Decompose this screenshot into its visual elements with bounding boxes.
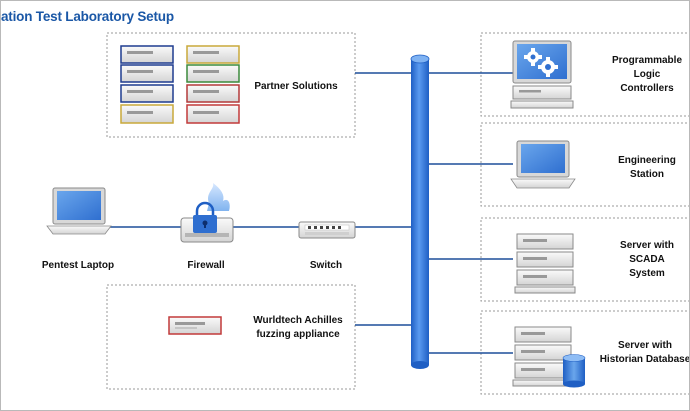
pentest-laptop-label: Pentest Laptop [41, 260, 115, 271]
historian-label: Server with Historian Database [595, 339, 690, 367]
partner-solutions-box [106, 32, 356, 138]
historian-box [480, 310, 689, 395]
firewall-lock-icon [180, 183, 234, 243]
achilles-label-line1: Wurldtech Achilles [253, 315, 343, 326]
historian-label-line2: Historian Database [599, 354, 690, 365]
server-rack-icon [120, 45, 240, 124]
historian-label-line1: Server with [618, 340, 672, 351]
partner-rack-left [120, 45, 174, 124]
network-backbone [410, 54, 430, 369]
laptop-icon [510, 140, 576, 189]
partner-solutions-label: Partner Solutions [254, 81, 338, 92]
server-stack-icon [514, 233, 576, 294]
database-server-icon [512, 326, 586, 388]
engineering-box [480, 122, 689, 207]
page-title: ation Test Laboratory Setup [1, 9, 174, 24]
connection-lines [107, 72, 513, 354]
achilles-label-line2: fuzzing appliance [256, 329, 340, 340]
scada-label: Server with SCADA System [601, 239, 689, 281]
scada-label-line3: System [629, 268, 665, 279]
plc-box [480, 32, 689, 117]
plc-label-line2: Logic [633, 69, 661, 80]
achilles-box [106, 284, 356, 390]
gear-computer-icon [510, 40, 574, 109]
network-switch-icon [298, 221, 356, 239]
partner-rack-right [186, 45, 240, 124]
achilles-label: Wurldtech Achilles fuzzing appliance [239, 314, 357, 342]
scada-box [480, 217, 689, 302]
plc-label-line1: Programmable [611, 55, 683, 66]
laptop-icon [46, 187, 112, 235]
scada-label-line1: Server with [620, 240, 674, 251]
firewall-label: Firewall [187, 260, 225, 271]
plc-label: Programmable Logic Controllers [601, 54, 689, 96]
scada-label-line2: SCADA [629, 254, 665, 265]
appliance-icon [168, 316, 222, 335]
plc-label-line3: Controllers [620, 83, 674, 94]
engineering-label: Engineering Station [601, 154, 689, 182]
engineering-label-line2: Station [630, 169, 664, 180]
engineering-label-line1: Engineering [618, 155, 676, 166]
switch-label: Switch [309, 260, 343, 271]
